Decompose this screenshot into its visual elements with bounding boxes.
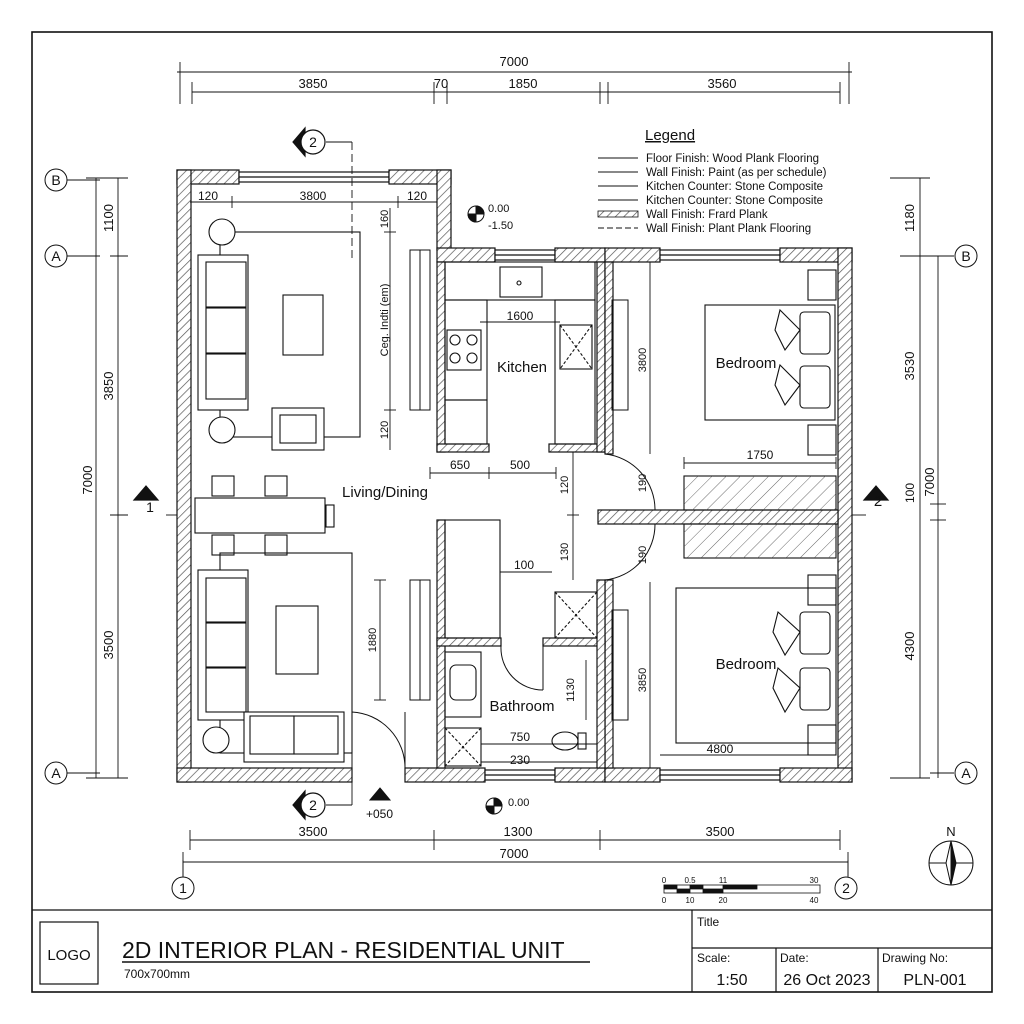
scale-bottom-3: 40 bbox=[810, 896, 819, 905]
room-label-bedroom-2: Bedroom bbox=[716, 656, 777, 673]
logo-placeholder: LOGO bbox=[47, 947, 90, 964]
sheet-border bbox=[31, 31, 993, 993]
date-value: 26 Oct 2023 bbox=[783, 972, 870, 989]
drawing-subtitle: 700x700mm bbox=[124, 967, 190, 981]
level-4: +050 bbox=[366, 807, 393, 821]
level-1: 0.00 bbox=[488, 203, 509, 215]
dim-bath-750: 750 bbox=[510, 730, 530, 744]
dim-top-2: 70 bbox=[434, 76, 448, 91]
grid-label-a-left-bottom: A bbox=[51, 765, 61, 781]
furniture bbox=[194, 218, 837, 767]
date-label: Date: bbox=[780, 951, 809, 965]
level-3: 0.00 bbox=[508, 797, 529, 809]
dim-wardrobe-1750: 1750 bbox=[747, 448, 774, 462]
scale-label: Scale: bbox=[697, 951, 730, 965]
north-label: N bbox=[946, 824, 955, 839]
grid-bubbles bbox=[44, 168, 978, 900]
legend-item: Wall Finish: Frard Plank bbox=[646, 209, 768, 221]
dim-left-overall: 7000 bbox=[80, 466, 95, 495]
dim-bed-3850: 3850 bbox=[637, 668, 649, 692]
drawing-no-value: PLN-001 bbox=[903, 972, 966, 989]
scale-bottom-2: 20 bbox=[719, 896, 728, 905]
section-label-top: 2 bbox=[309, 134, 317, 150]
dim-top-1: 3850 bbox=[299, 76, 328, 91]
dim-bottom-1: 3500 bbox=[299, 824, 328, 839]
dim-hall-130: 130 bbox=[559, 543, 571, 561]
dimension-lines bbox=[66, 62, 954, 880]
room-label-bedroom-1: Bedroom bbox=[716, 355, 777, 372]
dim-bed-4800: 4800 bbox=[707, 742, 734, 756]
section-marker-shapes bbox=[132, 126, 890, 821]
dim-counter: 1600 bbox=[507, 309, 534, 323]
section-label-bottom: 2 bbox=[309, 797, 317, 813]
grid-label-1: 1 bbox=[179, 880, 187, 896]
level-2: -1.50 bbox=[488, 220, 513, 232]
dim-right-4: 4300 bbox=[902, 632, 917, 661]
dim-left-1: 1100 bbox=[101, 204, 116, 232]
grid-label-a-right: A bbox=[961, 765, 971, 781]
legend-title: Legend bbox=[645, 127, 695, 144]
dim-sofa-1880: 1880 bbox=[367, 628, 379, 652]
walls bbox=[176, 169, 853, 783]
drawing-title: 2D INTERIOR PLAN - RESIDENTIAL UNIT bbox=[122, 937, 565, 963]
dim-hall-120: 120 bbox=[559, 476, 571, 494]
legend-item: Wall Finish: Plant Plank Flooring bbox=[646, 223, 811, 235]
grid-label-b-right: B bbox=[961, 248, 970, 264]
windows bbox=[409, 249, 629, 721]
legend-item: Floor Finish: Wood Plank Flooring bbox=[646, 153, 819, 165]
room-label-living: Living/Dining bbox=[342, 484, 428, 501]
grid-label-2: 2 bbox=[842, 880, 850, 896]
grid-label-b-left: B bbox=[51, 172, 60, 188]
dim-living-120: 120 bbox=[379, 421, 391, 439]
scale-top-3: 30 bbox=[810, 876, 819, 885]
title-block bbox=[32, 909, 992, 992]
dim-bottom-overall: 7000 bbox=[500, 846, 529, 861]
room-label-kitchen: Kitchen bbox=[497, 359, 547, 376]
dim-closet-100: 100 bbox=[514, 558, 534, 572]
scale-top-0: 0 bbox=[662, 876, 667, 885]
north-arrow-icon bbox=[928, 840, 974, 886]
dim-right-2: 3530 bbox=[902, 352, 917, 381]
dim-right-overall: 7000 bbox=[922, 468, 937, 497]
dim-top-4: 3560 bbox=[708, 76, 737, 91]
dim-bottom-3: 3500 bbox=[706, 824, 735, 839]
dim-k500: 500 bbox=[510, 458, 530, 472]
drawing-no-label: Drawing No: bbox=[882, 951, 948, 965]
scale-top-2: 11 bbox=[719, 876, 728, 885]
section-label-right: 2 bbox=[874, 493, 882, 510]
dim-bottom-2: 1300 bbox=[504, 824, 533, 839]
dim-bath-230: 230 bbox=[510, 753, 530, 767]
legend-item: Kitchen Counter: Stone Composite bbox=[646, 181, 823, 193]
dim-living-right: 120 bbox=[407, 189, 427, 203]
dim-top-overall: 7000 bbox=[500, 54, 529, 69]
dim-top-3: 1850 bbox=[509, 76, 538, 91]
doors bbox=[351, 453, 656, 769]
scale-bottom-1: 10 bbox=[686, 896, 695, 905]
scale-bottom-0: 0 bbox=[662, 896, 667, 905]
dim-left-2: 3850 bbox=[101, 372, 116, 401]
room-label-bathroom: Bathroom bbox=[489, 698, 554, 715]
dim-bed-3800: 3800 bbox=[637, 348, 649, 372]
dim-right-3: 100 bbox=[903, 483, 917, 503]
legend-item: Kitchen Counter: Stone Composite bbox=[646, 195, 823, 207]
grid-label-a-left-top: A bbox=[51, 248, 61, 264]
scale-top-1: 0.5 bbox=[684, 876, 696, 885]
dim-living-mid: 3800 bbox=[300, 189, 327, 203]
level-markers bbox=[368, 205, 503, 815]
dim-right-1: 1180 bbox=[902, 204, 917, 232]
dim-bath-1130: 1130 bbox=[565, 678, 577, 702]
title-label: Title bbox=[697, 915, 720, 929]
legend-item: Wall Finish: Paint (as per schedule) bbox=[646, 167, 827, 179]
dim-living-left: 120 bbox=[198, 189, 218, 203]
dim-k650: 650 bbox=[450, 458, 470, 472]
section-label-left: 1 bbox=[146, 499, 154, 515]
dim-hall-190b: 190 bbox=[637, 546, 649, 564]
scale-bar bbox=[663, 884, 821, 894]
scale-value: 1:50 bbox=[716, 972, 747, 989]
dim-left-3: 3500 bbox=[101, 631, 116, 660]
dim-hall-190a: 190 bbox=[637, 474, 649, 492]
dim-ceiling: 160 bbox=[379, 210, 391, 228]
dim-ceiling-label: Ceg. Indti (em) bbox=[379, 284, 391, 357]
